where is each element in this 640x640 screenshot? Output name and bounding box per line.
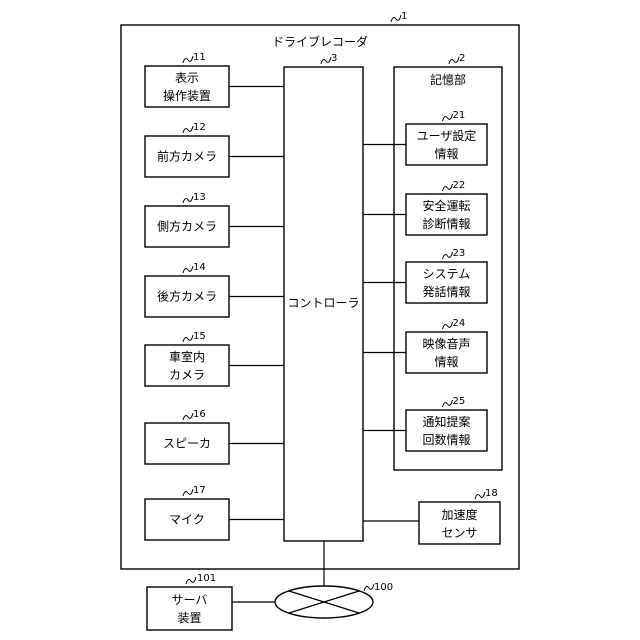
notification-count-label-line-2: 回数情報 xyxy=(422,432,470,447)
cabin-camera-label-line-2: カメラ xyxy=(169,368,205,382)
speaker-label-line-1: スピーカ xyxy=(163,437,211,451)
video-audio-label-line-1: 映像音声 xyxy=(422,336,470,351)
server-label-line-1: サーバ xyxy=(172,593,208,607)
display-control-label-line-2: 操作装置 xyxy=(163,88,211,103)
ref-number: 15 xyxy=(193,331,206,342)
system-speech-label-line-1: システム xyxy=(423,267,471,281)
storage-title: 記憶部 xyxy=(430,72,466,87)
display-control-label-line-1: 表示 xyxy=(175,71,199,85)
ref-number: 23 xyxy=(453,248,466,259)
rear-camera-label-line-1: 後方カメラ xyxy=(157,289,217,304)
side-camera-label-line-1: 側方カメラ xyxy=(157,219,217,234)
server-block: サーバ 装置 101 xyxy=(147,573,232,630)
notification-count-label-line-1: 通知提案 xyxy=(422,414,470,429)
ref-leader xyxy=(364,584,374,591)
microphone-label-line-1: マイク xyxy=(169,513,205,527)
ref-number: 1 xyxy=(401,11,407,22)
ref-number: 101 xyxy=(197,573,216,584)
ref-number: 16 xyxy=(193,409,206,420)
ref-number: 18 xyxy=(485,488,498,499)
safe-driving-label-line-1: 安全運転 xyxy=(422,198,470,213)
ref-number: 14 xyxy=(193,262,206,273)
cabin-camera-label-line-1: 車室内 xyxy=(169,349,205,364)
ref-number: 17 xyxy=(193,485,206,496)
ref-number: 11 xyxy=(193,52,206,63)
controller-label: コントローラ xyxy=(287,296,359,310)
sensor-label-line-2: センサ xyxy=(441,526,477,540)
ref-number: 21 xyxy=(453,110,466,121)
ref-leader xyxy=(391,15,401,22)
drive-recorder-title: ドライブレコーダ xyxy=(272,34,368,49)
user-settings-label-line-2: 情報 xyxy=(434,147,458,161)
ref-number: 3 xyxy=(331,53,337,64)
safe-driving-label-line-2: 診断情報 xyxy=(422,216,470,231)
ref-number: 2 xyxy=(459,53,465,64)
ref-number: 12 xyxy=(193,122,206,133)
ref-number: 13 xyxy=(193,192,206,203)
ref-number: 22 xyxy=(453,180,466,191)
user-settings-label-line-1: ユーザ設定 xyxy=(417,128,477,143)
ref-number: 25 xyxy=(453,396,466,407)
ref-number: 100 xyxy=(374,582,393,593)
video-audio-label-line-2: 情報 xyxy=(434,355,458,369)
sensor-label-line-1: 加速度 xyxy=(441,507,477,522)
front-camera-label-line-1: 前方カメラ xyxy=(157,149,217,164)
ref-leader xyxy=(186,577,196,584)
ref-number: 24 xyxy=(453,318,466,329)
controller-block: コントローラ 3 xyxy=(284,53,363,541)
server-label-line-2: 装置 xyxy=(177,611,201,625)
system-speech-label-line-2: 発話情報 xyxy=(422,284,470,299)
